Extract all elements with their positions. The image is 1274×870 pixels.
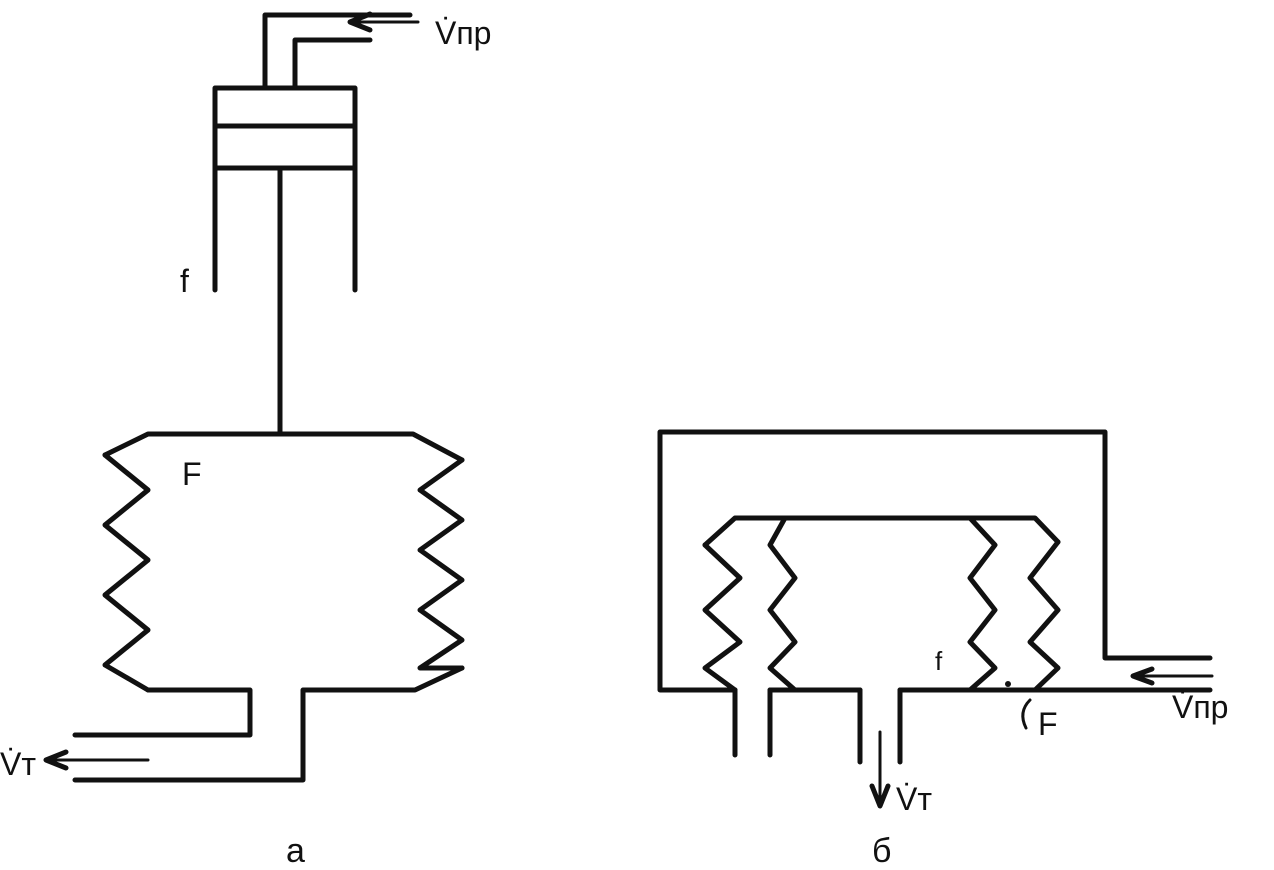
fig-b-caption: б	[872, 832, 891, 870]
fig-b-housing	[657, 429, 1213, 693]
fig-b-inflow-label: V̇пр	[1172, 689, 1228, 725]
fig-a-bellows-left	[102, 452, 151, 693]
fig-b-leader-dot	[1005, 681, 1011, 687]
fig-a-small-area-label: f	[180, 263, 189, 299]
fig-b-bellows-outer-left	[702, 542, 743, 693]
fig-b-leader-line	[1021, 698, 1032, 730]
fig-a-outflow-label: V̇т	[0, 746, 36, 782]
fig-a-inflow-label: V̇пр	[435, 15, 491, 51]
fig-a-caption: а	[286, 832, 305, 870]
fig-b-outflow-label: V̇т	[896, 781, 932, 817]
fig-a-bellows-top	[102, 431, 465, 463]
fig-b-small-area-label: f	[935, 646, 943, 676]
fig-a-bellows-bottom	[72, 665, 465, 783]
fig-b-inlet-arrow	[1130, 666, 1214, 686]
fig-a-bellows-right	[417, 457, 465, 671]
fig-b-bellows-outer-right	[1027, 539, 1061, 693]
fig-b-bellows-inner-left	[767, 515, 798, 693]
fig-a-outlet-arrow	[43, 749, 150, 771]
fig-a-inlet-pipe	[262, 12, 413, 91]
fig-b-large-area-label: F	[1038, 706, 1058, 742]
figure-a: V̇пр f F V̇т а	[0, 11, 491, 870]
figure-b: V̇т V̇пр f F б	[657, 429, 1228, 870]
fig-b-side-pipe	[732, 687, 773, 758]
fig-a-inlet-arrow	[347, 11, 420, 33]
fig-b-outlet-arrow	[869, 730, 891, 809]
fig-a-large-area-label: F	[182, 456, 202, 492]
fig-b-outlet-pipe	[857, 687, 903, 765]
fig-b-bellows-inner-right	[967, 515, 998, 693]
fig-b-bellows-top	[702, 515, 1061, 548]
fig-a-small-cylinder	[212, 85, 358, 293]
fig-a-small-piston	[212, 123, 358, 171]
